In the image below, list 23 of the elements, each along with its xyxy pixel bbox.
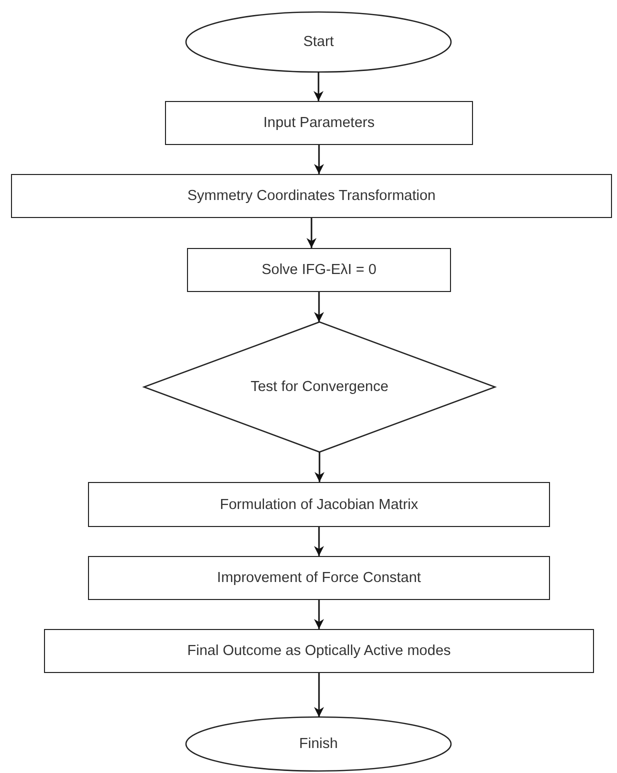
arrow (314, 673, 324, 717)
step-label: Final Outcome as Optically Active modes (187, 643, 451, 659)
process-box (165, 101, 473, 145)
step-label: Formulation of Jacobian Matrix (220, 496, 418, 512)
step-label: Start (303, 34, 334, 50)
process-box (44, 629, 594, 673)
step-label: Symmetry Coordinates Transformation (187, 188, 436, 204)
arrow (314, 452, 324, 482)
process-box (88, 482, 550, 527)
step-label: Finish (299, 736, 338, 752)
process-box (88, 556, 550, 600)
arrow (306, 218, 316, 248)
arrow (314, 145, 324, 174)
arrow (314, 292, 324, 322)
step-label: Solve IFG-EλI = 0 (262, 262, 376, 278)
arrow (314, 72, 324, 101)
step-label: Improvement of Force Constant (217, 570, 421, 586)
step-label: Test for Convergence (250, 379, 388, 395)
step-label: Input Parameters (263, 115, 375, 131)
arrow (314, 600, 324, 629)
process-box (187, 248, 451, 292)
process-box (11, 174, 612, 218)
arrow (314, 527, 324, 556)
